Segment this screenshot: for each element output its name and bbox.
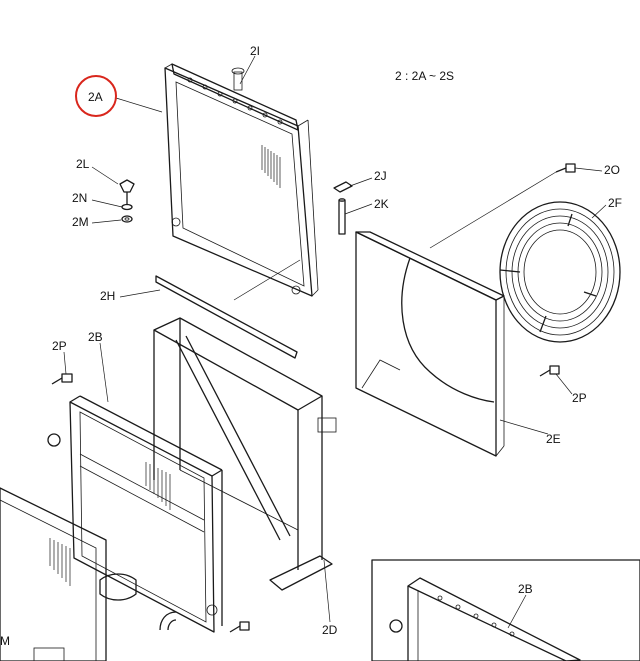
- bolt-row: [187, 77, 283, 125]
- pin-2K: [338, 198, 346, 235]
- washer-2N: [121, 203, 133, 211]
- highlight-circle: [75, 75, 117, 117]
- bolt-2P-left: [51, 373, 73, 385]
- inset-box: [371, 559, 640, 661]
- label-2J: 2J: [374, 169, 387, 183]
- bolt-2O: [555, 163, 576, 173]
- clip-2J: [333, 181, 353, 193]
- label-2H: 2H: [100, 289, 115, 303]
- label-2P-left: 2P: [52, 339, 67, 353]
- label-2B: 2B: [88, 330, 103, 344]
- bolt-row: [437, 595, 515, 637]
- grille-hatch: [49, 538, 71, 586]
- leader-lines: [63, 55, 607, 629]
- label-2E: 2E: [546, 432, 561, 446]
- fan-guard-2F: [499, 201, 621, 343]
- label-2A: 2A: [88, 90, 103, 104]
- label-2B-inset: 2B: [518, 582, 533, 596]
- support-frame-2D: [153, 317, 337, 591]
- washer-2M: [121, 215, 133, 223]
- wing-bolt-2L: [119, 179, 135, 204]
- label-M-edge: M: [0, 634, 10, 648]
- seal-strip-2H: [155, 275, 298, 359]
- label-2O: 2O: [604, 163, 620, 177]
- label-2I: 2I: [250, 44, 260, 58]
- label-2L: 2L: [76, 157, 90, 171]
- fan-shroud-2E: [355, 231, 505, 457]
- bolt-2P-right: [539, 365, 560, 377]
- label-2M: 2M: [72, 215, 89, 229]
- radiator-core-2A: [164, 63, 319, 297]
- label-2N: 2N: [72, 191, 87, 205]
- label-2K: 2K: [374, 197, 389, 211]
- label-2F: 2F: [608, 196, 622, 210]
- grille-hatch: [145, 462, 171, 510]
- radiator-2B: [47, 395, 223, 633]
- bolt-lower: [229, 621, 250, 633]
- grille-hatch: [261, 145, 281, 188]
- front-panel-partial: [0, 487, 137, 661]
- label-2P-right: 2P: [572, 391, 587, 405]
- range-note: 2 : 2A ~ 2S: [395, 69, 454, 83]
- label-2D: 2D: [322, 623, 338, 637]
